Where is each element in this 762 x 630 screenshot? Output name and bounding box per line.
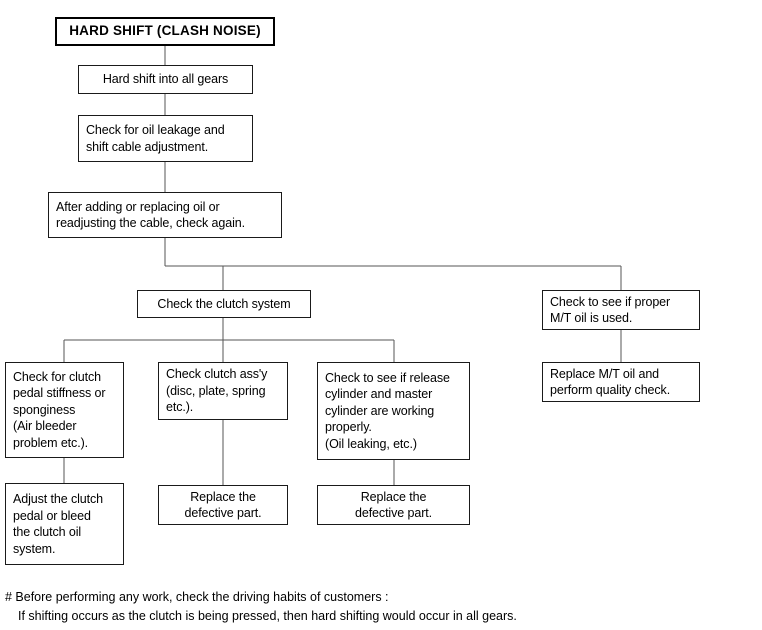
footnote-line-2: If shifting occurs as the clutch is bein… [18, 609, 517, 623]
node-check-oil-leakage[interactable]: Check for oil leakage and shift cable ad… [78, 115, 253, 162]
node-recheck-after-service[interactable]: After adding or replacing oil or readjus… [48, 192, 282, 238]
node-check-oil-leakage-label: Check for oil leakage and shift cable ad… [86, 123, 225, 154]
node-replace-mt-oil[interactable]: Replace M/T oil and perform quality chec… [542, 362, 700, 402]
node-check-clutch-assy[interactable]: Check clutch ass'y (disc, plate, spring … [158, 362, 288, 420]
node-symptom-all-gears[interactable]: Hard shift into all gears [78, 65, 253, 94]
node-check-pedal-stiffness[interactable]: Check for clutch pedal stiffness or spon… [5, 362, 124, 458]
footnote-line-1: # Before performing any work, check the … [5, 590, 389, 604]
node-recheck-after-service-label: After adding or replacing oil or readjus… [56, 199, 245, 231]
node-adjust-clutch-pedal-label: Adjust the clutch pedal or bleed the clu… [13, 492, 104, 556]
node-check-clutch-system[interactable]: Check the clutch system [137, 290, 311, 318]
node-check-clutch-assy-label: Check clutch ass'y (disc, plate, spring … [166, 367, 268, 415]
node-replace-mt-oil-label: Replace M/T oil and perform quality chec… [550, 366, 671, 398]
node-replace-defective-part-right[interactable]: Replace the defective part. [317, 485, 470, 525]
node-replace-defective-part-middle[interactable]: Replace the defective part. [158, 485, 288, 525]
node-symptom-label: Hard shift into all gears [102, 72, 229, 87]
node-replace-defective-part-middle-label: Replace the defective part. [184, 489, 262, 521]
node-check-pedal-stiffness-label: Check for clutch pedal stiffness or spon… [13, 369, 106, 450]
footnote-block: # Before performing any work, check the … [5, 588, 745, 626]
node-root-hard-shift[interactable]: HARD SHIFT (CLASH NOISE) [55, 17, 275, 46]
node-replace-defective-part-right-label: Replace the defective part. [354, 489, 433, 521]
node-adjust-clutch-pedal[interactable]: Adjust the clutch pedal or bleed the clu… [5, 483, 124, 565]
node-check-cylinders[interactable]: Check to see if release cylinder and mas… [317, 362, 470, 460]
node-check-clutch-system-label: Check the clutch system [157, 296, 291, 311]
node-check-mt-oil[interactable]: Check to see if proper M/T oil is used. [542, 290, 700, 330]
node-check-mt-oil-label: Check to see if proper M/T oil is used. [550, 294, 671, 326]
node-check-cylinders-label: Check to see if release cylinder and mas… [325, 370, 450, 451]
node-root-label: HARD SHIFT (CLASH NOISE) [69, 23, 261, 39]
